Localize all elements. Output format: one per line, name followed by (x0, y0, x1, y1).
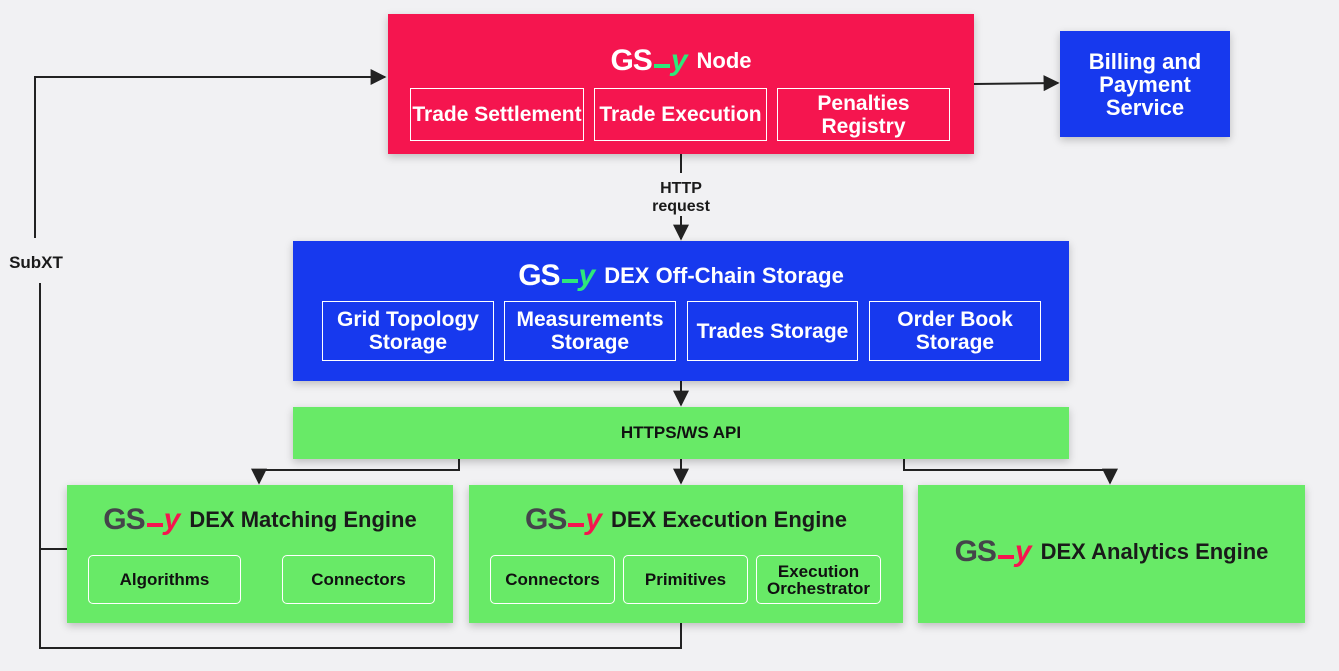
node-title-text: Node (696, 48, 752, 73)
billing-payment-service-box: Billing and Payment Service (1060, 31, 1230, 137)
storage-title-text: DEX Off-Chain Storage (604, 263, 844, 288)
http-request-label: HTTP request (652, 180, 710, 215)
https-ws-api-box: HTTPS/WS API (293, 407, 1069, 459)
execution-orchestrator-box: Execution Orchestrator (756, 555, 881, 604)
primitives-box: Primitives (623, 555, 748, 604)
subxt-label: SubXT (9, 253, 63, 272)
matching-title-text: DEX Matching Engine (189, 507, 417, 532)
algorithms-box: Algorithms (88, 555, 241, 604)
trades-storage-box: Trades Storage (687, 301, 858, 361)
api-to-analytics-arrow (903, 459, 1118, 485)
penalties-registry-box: Penalties Registry (777, 88, 950, 141)
grid-topology-storage-box: Grid Topology Storage (322, 301, 494, 361)
trade-execution-box: Trade Execution (594, 88, 767, 141)
order-book-storage-box: Order Book Storage (869, 301, 1041, 361)
execution-connectors-box: Connectors (490, 555, 615, 604)
node-to-billing-arrow (973, 75, 1060, 92)
subxt-loop-line (39, 283, 682, 649)
subxt-to-node-arrow (34, 69, 387, 238)
measurements-storage-box: Measurements Storage (504, 301, 676, 361)
matching-connectors-box: Connectors (282, 555, 435, 604)
api-to-matching-arrow (251, 459, 460, 485)
analytics-title-text: DEX Analytics Engine (1040, 539, 1269, 564)
trade-settlement-box: Trade Settlement (410, 88, 584, 141)
execution-title-text: DEX Execution Engine (611, 507, 847, 532)
